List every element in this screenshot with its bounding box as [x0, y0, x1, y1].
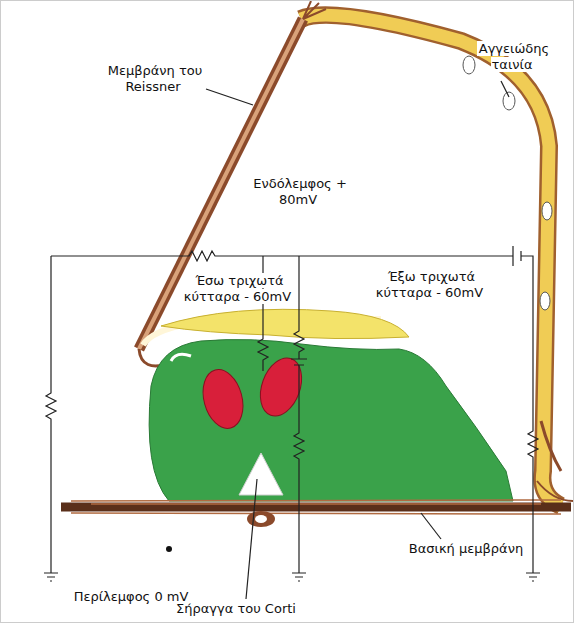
- region-label: Ενδόλεμφος + 80mV: [249, 176, 349, 207]
- region-label: Βασική μεμβράνη: [401, 541, 531, 557]
- region-label: Αγγειώδης ταινία: [463, 41, 563, 72]
- region-label: Μεμβράνη του Reissner: [99, 63, 209, 94]
- region-label: Έσω τριχωτά κύτταρα - 60mV: [181, 273, 296, 304]
- region-label: Σήραγγα του Corti: [161, 601, 311, 617]
- region-label: Έξω τριχωτά κύτταρα - 60mV: [373, 269, 488, 300]
